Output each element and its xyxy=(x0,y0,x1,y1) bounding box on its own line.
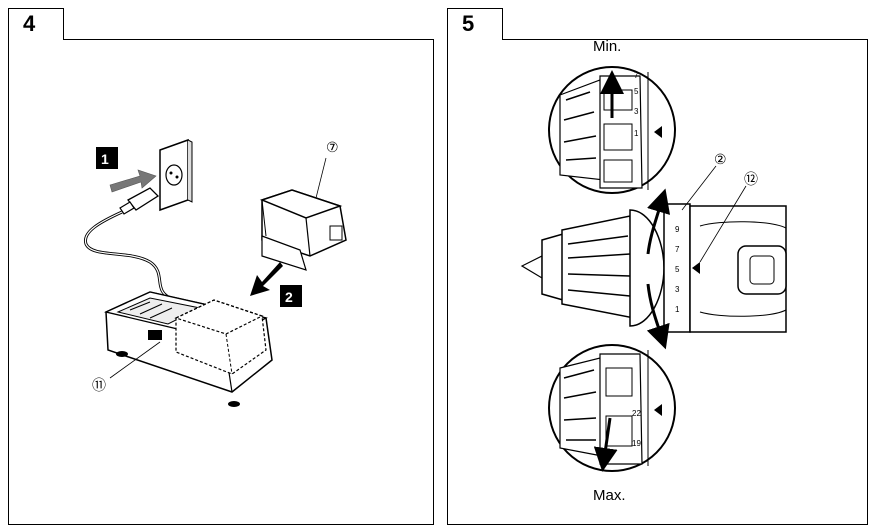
wall-outlet xyxy=(159,138,193,212)
scale-body-1: 1 xyxy=(675,305,680,314)
battery-pack xyxy=(259,189,347,271)
drill xyxy=(520,203,787,333)
scale-top-1: 1 xyxy=(634,129,639,138)
scale-body-5: 5 xyxy=(675,265,680,274)
scale-top-3: 3 xyxy=(634,107,639,116)
scale-body-7: 7 xyxy=(675,245,680,254)
callout-7: ⑦ xyxy=(326,139,339,155)
plug-insert-arrow xyxy=(109,169,157,193)
panel-5-number: 5 xyxy=(447,8,503,40)
callout-2: ② xyxy=(714,151,727,167)
callout-7-leader xyxy=(315,157,327,199)
scale-top-5: 5 xyxy=(634,87,639,96)
power-plug xyxy=(119,187,160,215)
max-label: Max. xyxy=(593,487,626,504)
min-label: Min. xyxy=(593,38,621,55)
panel-4-number: 4 xyxy=(8,8,64,40)
zoom-circle-max xyxy=(548,344,676,472)
callout-11: ⑪ xyxy=(92,377,106,393)
scale-top-7: 7 xyxy=(634,71,639,80)
callout-11-leader xyxy=(109,341,161,379)
scale-bottom-22: 22 xyxy=(632,409,641,418)
step-2-marker: 2 xyxy=(280,285,302,307)
scale-body-9: 9 xyxy=(675,225,680,234)
scale-body-3: 3 xyxy=(675,285,680,294)
zoom-circle-min xyxy=(548,66,676,194)
max-direction-arrow xyxy=(593,417,618,472)
callout-2-leader xyxy=(681,165,717,211)
scale-bottom-19: 19 xyxy=(632,439,641,448)
step-1-marker: 1 xyxy=(96,147,118,169)
callout-12: ⑫ xyxy=(744,171,758,187)
step-2-label: 2 xyxy=(285,289,293,305)
charger xyxy=(104,291,273,407)
rotate-up-arrow xyxy=(646,188,671,255)
step-1-label: 1 xyxy=(101,151,109,167)
rotate-down-arrow xyxy=(646,283,670,350)
panel-4-frame xyxy=(8,39,434,525)
callout-12-leader xyxy=(699,185,747,263)
battery-insert-arrow xyxy=(250,262,283,296)
